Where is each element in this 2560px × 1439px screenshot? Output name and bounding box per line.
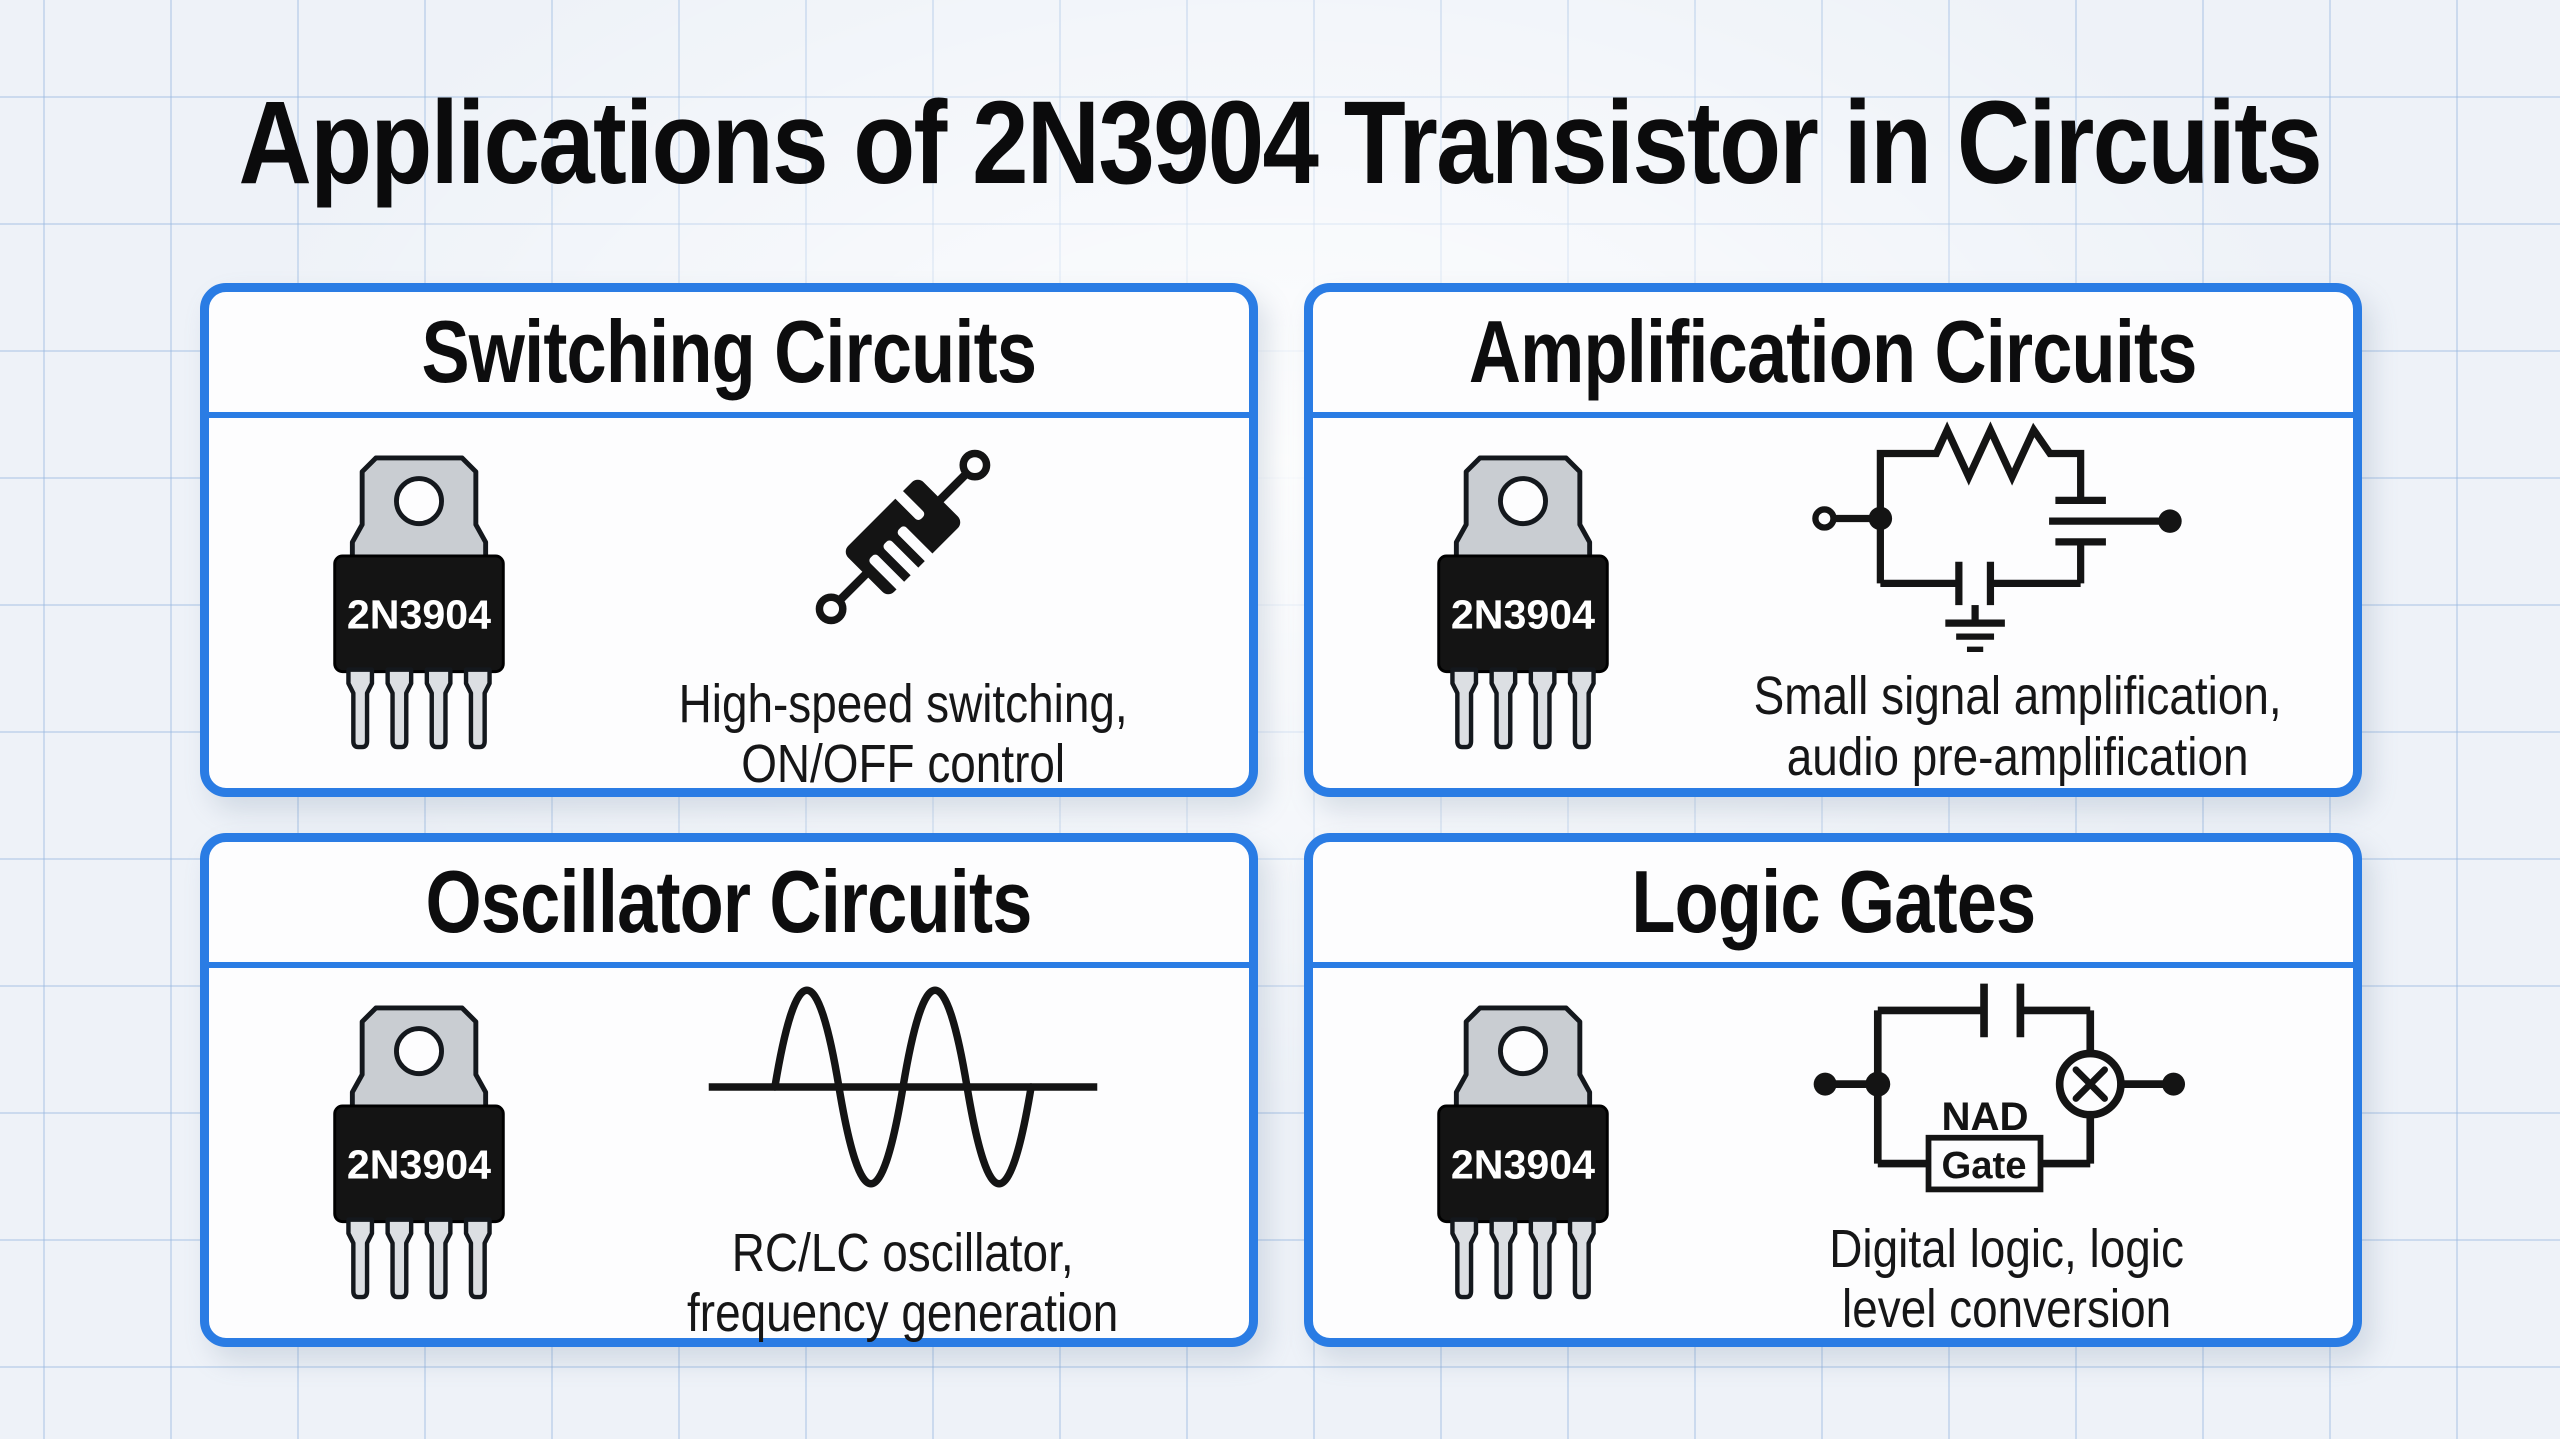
description-line-2: frequency generation	[687, 1283, 1119, 1343]
panel-title: Logic Gates	[1630, 852, 2036, 951]
panel-header: Oscillator Circuits	[209, 842, 1249, 968]
transistor-icon	[321, 450, 517, 756]
description-line-1: Small signal amplification,	[1753, 666, 2282, 727]
panel-title: Amplification Circuits	[1469, 302, 2198, 401]
transistor-icon	[1425, 450, 1621, 756]
description-line-2: audio pre-amplification	[1786, 726, 2249, 787]
panel-title: Oscillator Circuits	[425, 852, 1033, 951]
panel-description: Digital logic, logic level conversion	[1830, 1219, 2185, 1340]
panel-logic-gates: Logic Gates	[1304, 833, 2362, 1347]
panel-switching-circuits: Switching Circuits High-speed switchi	[200, 283, 1258, 797]
panel-description: Small signal amplification, audio pre-am…	[1753, 666, 2281, 787]
panel-content: NAD Gate Digital logic, logic level conv…	[1313, 968, 2353, 1342]
panel-content: High-speed switching, ON/OFF control	[209, 418, 1249, 795]
logic-gate-circuit-icon: NAD Gate	[1813, 983, 2185, 1192]
description-line-2: level conversion	[1842, 1279, 2172, 1339]
coil-component-icon	[815, 449, 991, 624]
description-line-1: RC/LC oscillator,	[731, 1222, 1074, 1283]
panel-header: Amplification Circuits	[1313, 292, 2353, 418]
panel-description: High-speed switching, ON/OFF control	[678, 674, 1127, 795]
panel-title: Switching Circuits	[421, 302, 1038, 401]
page-title: Applications of 2N3904 Transistor in Cir…	[238, 77, 2323, 209]
sine-wave-icon	[708, 986, 1098, 1187]
panel-description: RC/LC oscillator, frequency generation	[687, 1223, 1118, 1344]
panel-header: Logic Gates	[1313, 842, 2353, 968]
rc-network-circuit-icon	[1812, 421, 2182, 653]
panel-content: Small signal amplification, audio pre-am…	[1313, 418, 2353, 792]
description-line-1: Digital logic, logic	[1829, 1218, 2185, 1279]
transistor-icon	[1425, 1000, 1621, 1306]
panel-amplification-circuits: Amplification Circuits	[1304, 283, 2362, 797]
panel-content: RC/LC oscillator, frequency generation	[209, 968, 1249, 1344]
description-line-1: High-speed switching,	[678, 673, 1128, 734]
panel-oscillator-circuits: Oscillator Circuits RC/LC oscillator, fr…	[200, 833, 1258, 1347]
gate-box-label: Gate	[1941, 1143, 2026, 1186]
transistor-icon	[321, 1000, 517, 1306]
description-line-2: ON/OFF control	[740, 734, 1065, 794]
panel-header: Switching Circuits	[209, 292, 1249, 418]
nad-label: NAD	[1941, 1094, 2028, 1139]
